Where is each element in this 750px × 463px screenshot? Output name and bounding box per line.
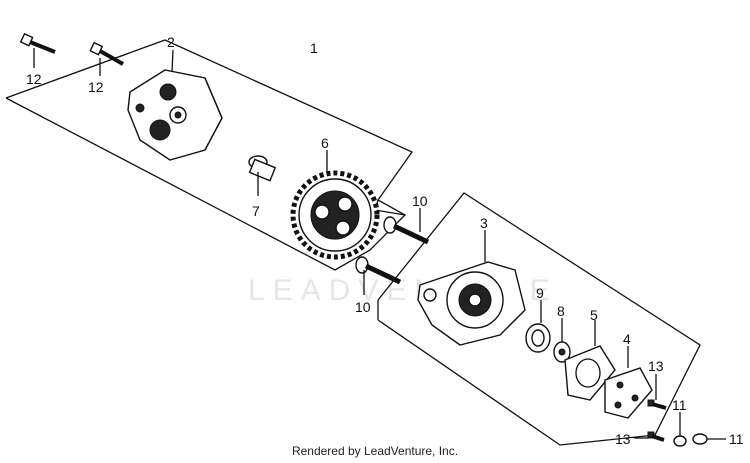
callout-11-right: 11 — [729, 431, 744, 447]
part-9-outer-rotor — [525, 300, 551, 353]
callout-7: 7 — [252, 203, 260, 219]
part-12-bolt-left — [19, 32, 56, 68]
callout-1: 1 — [310, 40, 318, 56]
part-8-inner-rotor — [553, 318, 571, 363]
part-13-screw-lower — [634, 431, 665, 442]
part-10-bolt-upper — [383, 208, 430, 245]
part-3-pump-body — [417, 230, 526, 346]
part-13-screw-upper — [647, 374, 667, 410]
callout-10-lower: 10 — [355, 299, 371, 315]
part-4-cover-plate — [604, 346, 653, 419]
callout-8: 8 — [557, 303, 565, 319]
footer-credit: Rendered by LeadVenture, Inc. — [291, 444, 459, 458]
callout-13-upper: 13 — [648, 358, 664, 374]
callout-10-upper: 10 — [412, 193, 428, 209]
part-11-o-ring-left — [673, 412, 687, 447]
callout-3: 3 — [480, 215, 488, 231]
callout-12-right: 12 — [88, 79, 104, 95]
callout-9: 9 — [536, 285, 544, 301]
part-11-o-ring-right — [692, 433, 726, 445]
callout-2: 2 — [167, 34, 175, 50]
part-12-bolt-right — [89, 41, 124, 76]
part-6-drive-gear — [290, 150, 380, 260]
part-7-dowel-pin — [248, 155, 277, 196]
part-5-gasket — [564, 320, 616, 401]
callout-12-left: 12 — [26, 71, 42, 87]
callout-13-lower: 13 — [615, 431, 631, 447]
callout-6: 6 — [321, 135, 329, 151]
callout-4: 4 — [623, 331, 631, 347]
callout-11-left: 11 — [672, 397, 687, 413]
callout-5: 5 — [590, 307, 598, 323]
part-2-pump-cover — [127, 49, 223, 161]
part-10-bolt-lower — [355, 256, 402, 295]
